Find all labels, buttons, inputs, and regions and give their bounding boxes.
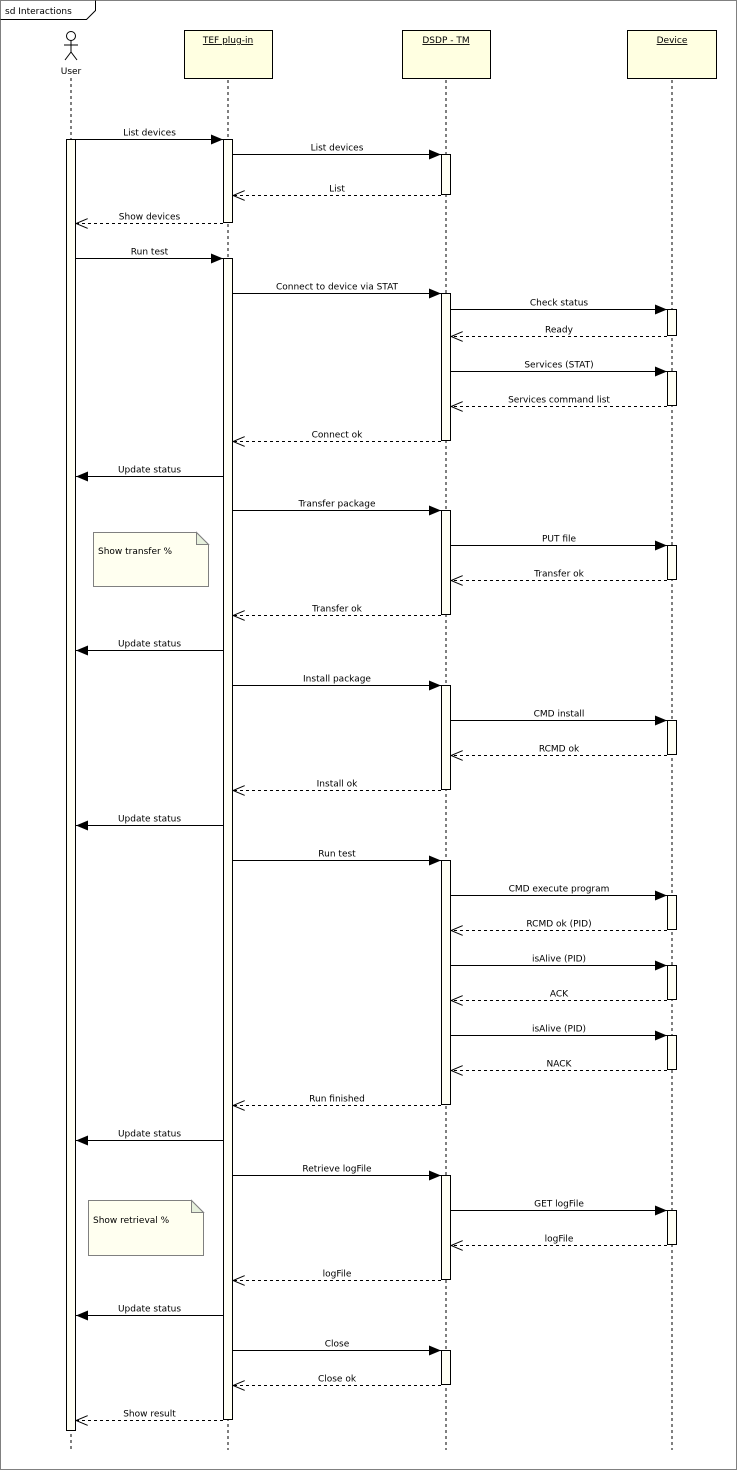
message-label: RCMD ok: [539, 745, 580, 755]
message-label: Connect to device via STAT: [276, 283, 399, 293]
activation-tef: [223, 139, 233, 223]
message-label: Transfer package: [297, 500, 376, 510]
message-label: isAlive (PID): [532, 1025, 586, 1035]
message-label: List: [329, 185, 345, 195]
note-text: Show retrieval %: [93, 1216, 170, 1226]
activation-dsdp: [441, 685, 451, 790]
message-label: CMD execute program: [509, 885, 610, 895]
message-label: List devices: [123, 129, 176, 139]
message-label: Check status: [530, 299, 589, 309]
message-label: Update status: [118, 1305, 181, 1315]
lifeline-label-tef: TEF plug-in: [202, 36, 253, 46]
message-label: logFile: [323, 1270, 352, 1280]
activation-device: [667, 965, 677, 1000]
message-label: logFile: [545, 1235, 574, 1245]
activations: [66, 139, 677, 1431]
message-label: Install package: [303, 675, 371, 685]
message-label: Update status: [118, 640, 181, 650]
lifeline-box-dsdp: [402, 30, 491, 79]
activation-tef: [223, 258, 233, 1420]
message-label: Close ok: [318, 1375, 357, 1385]
message-label: Install ok: [317, 780, 358, 790]
lifeline-label-device: Device: [657, 36, 688, 46]
message-label: Show result: [123, 1410, 176, 1420]
note-text: Show transfer %: [98, 547, 173, 557]
message-label: Transfer ok: [533, 570, 585, 580]
activation-dsdp: [441, 1175, 451, 1280]
message-label: Run test: [318, 850, 356, 860]
activation-device: [667, 309, 677, 336]
message-label: ACK: [550, 990, 569, 1000]
message-label: Update status: [118, 815, 181, 825]
message-label: Transfer ok: [311, 605, 363, 615]
activation-dsdp: [441, 154, 451, 195]
message-label: Update status: [118, 466, 181, 476]
lifeline-box-tef: [184, 30, 273, 79]
message-label: GET logFile: [534, 1200, 584, 1210]
activation-dsdp: [441, 293, 451, 441]
message-label: Services (STAT): [524, 361, 593, 371]
activation-device: [667, 545, 677, 580]
activation-device: [667, 1035, 677, 1070]
note-retrieval: Show retrieval %: [88, 1199, 205, 1256]
message-label: Update status: [118, 1130, 181, 1140]
activation-device: [667, 371, 677, 406]
message-label: RCMD ok (PID): [526, 920, 591, 930]
message-label: Services command list: [508, 396, 610, 406]
actor-label: User: [61, 67, 82, 77]
message-label: PUT file: [542, 535, 577, 545]
frame-title: sd Interactions: [5, 7, 72, 17]
activation-dsdp: [441, 860, 451, 1105]
message-label: Close: [325, 1340, 350, 1350]
message-label: Ready: [545, 326, 574, 336]
frame-title-tab: [0, 0, 96, 20]
lifeline-label-dsdp: DSDP - TM: [422, 36, 469, 46]
message-label: Show devices: [119, 213, 181, 223]
note-transfer: Show transfer %: [93, 531, 210, 587]
message-label: List devices: [311, 144, 364, 154]
message-label: Run test: [131, 248, 169, 258]
activation-device: [667, 895, 677, 930]
activation-user: [66, 139, 76, 1431]
activation-dsdp: [441, 510, 451, 615]
activation-device: [667, 1210, 677, 1245]
activation-device: [667, 720, 677, 755]
lifeline-box-device: [627, 30, 717, 79]
message-label: Run finished: [309, 1095, 365, 1105]
message-label: Retrieve logFile: [302, 1165, 372, 1175]
actor-head: [66, 31, 76, 41]
message-label: isAlive (PID): [532, 955, 586, 965]
message-label: NACK: [547, 1060, 573, 1070]
user-actor: [64, 31, 78, 61]
message-label: CMD install: [534, 710, 585, 720]
message-label: Connect ok: [312, 431, 364, 441]
activation-dsdp: [441, 1350, 451, 1385]
